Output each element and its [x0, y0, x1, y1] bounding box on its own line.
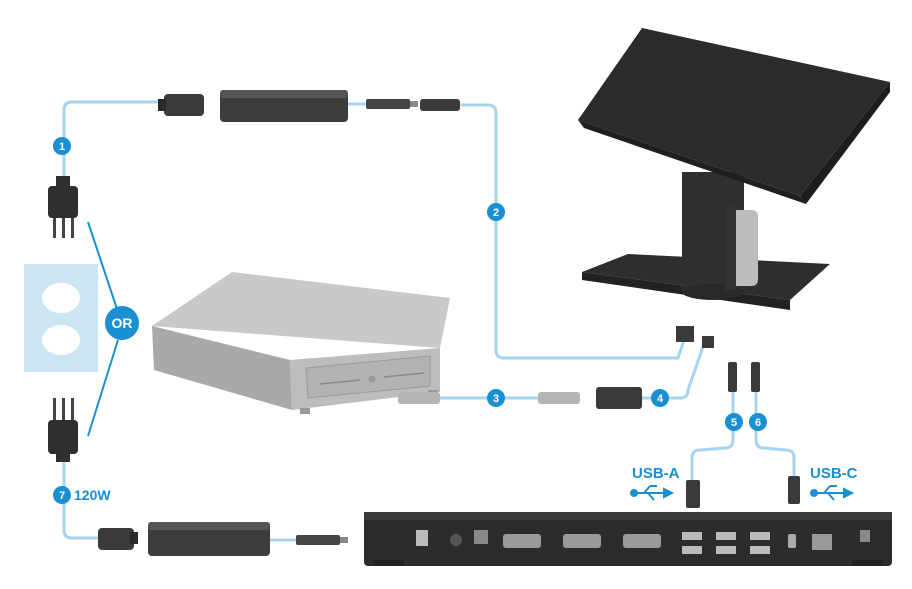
- or-badge: OR: [105, 306, 139, 340]
- cable-4: [640, 342, 706, 400]
- pos-terminal: [578, 28, 890, 310]
- cable-2: [460, 103, 686, 360]
- cable-5: [690, 388, 735, 490]
- cable-7: [62, 453, 102, 540]
- callout-5-label: 5: [731, 417, 737, 429]
- or-lines: [87, 221, 119, 437]
- or-label: OR: [112, 315, 133, 331]
- usb-icon: [810, 485, 855, 501]
- power-adapter-bottom: [98, 522, 348, 556]
- power-adapter-top: [158, 90, 460, 122]
- usb-a-label: USB-A: [632, 465, 680, 482]
- usb-icon: [630, 485, 675, 501]
- callout-3-label: 3: [493, 393, 499, 405]
- power-label: 120W: [74, 487, 111, 503]
- terminal-connectors: [676, 326, 800, 508]
- callout-3: 3: [487, 389, 505, 407]
- callout-7-label: 7: [59, 490, 65, 502]
- callout-1-label: 1: [59, 141, 65, 153]
- callout-6-label: 6: [755, 417, 761, 429]
- callout-5: 5: [725, 413, 743, 431]
- io-dock: [364, 512, 892, 566]
- callout-2: 2: [487, 203, 505, 221]
- callout-7: 7: [53, 486, 71, 504]
- usb-c-label: USB-C: [810, 465, 858, 482]
- callout-1: 1: [53, 137, 71, 155]
- callout-6: 6: [749, 413, 767, 431]
- drawer-connectors: [398, 387, 642, 409]
- cable-1: [62, 100, 168, 187]
- cable-6: [754, 388, 796, 480]
- callout-4-label: 4: [657, 393, 664, 405]
- power-plug-icon: [48, 176, 78, 238]
- callout-4: 4: [651, 389, 669, 407]
- callout-2-label: 2: [493, 207, 499, 219]
- outlet-icon: [24, 264, 98, 372]
- cables: [62, 100, 796, 542]
- power-plug-icon: [48, 398, 78, 462]
